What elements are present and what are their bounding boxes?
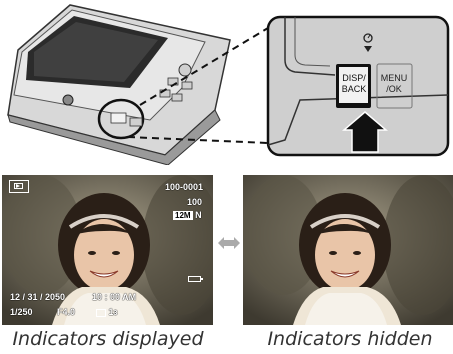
caption-indicators-displayed: Indicators displayed: [12, 328, 204, 350]
double-arrow-icon: [218, 237, 240, 249]
caption-indicators-hidden: Indicators hidden: [267, 328, 433, 350]
frame-number: 100-0001: [165, 182, 204, 192]
exposure-compensation: 13: [96, 307, 117, 319]
iso-value: 100: [187, 197, 203, 207]
disp-back-label-1: DISP/: [342, 73, 366, 83]
camera-illustration: DISP/ BACK MENU /OK: [7, 4, 450, 165]
screen-indicators-hidden: [243, 175, 453, 325]
camera-body: [7, 4, 231, 165]
menu-ok-label-1: MENU: [381, 73, 408, 83]
exposure-compensation-value: 1: [108, 307, 114, 317]
quality-value: N: [195, 210, 202, 220]
image-size-quality: 12M N: [173, 210, 202, 221]
portrait-photo-clean: [243, 175, 453, 325]
shutter-speed: 1/250: [10, 307, 33, 317]
playback-icon: [9, 180, 29, 193]
zoomed-button-panel: [266, 15, 450, 157]
press-arrow-icon: [341, 111, 389, 153]
image-size-badge: 12M: [173, 211, 193, 220]
time-stamp: 10 : 00 AM: [92, 292, 137, 302]
disp-back-label-2: BACK: [342, 84, 367, 94]
timer-icon: [363, 33, 373, 43]
portrait-photo: [2, 175, 213, 325]
aperture-value: F4.0: [57, 307, 76, 317]
menu-ok-label-2: /OK: [386, 84, 402, 94]
guide-line-top: [139, 27, 269, 106]
screen-indicators-displayed: 100-0001 100 12M N 12 / 31 / 2050 10 : 0…: [2, 175, 213, 325]
exposure-compensation-icon: [96, 308, 106, 317]
date-stamp: 12 / 31 / 2050: [10, 292, 66, 302]
battery-icon: [188, 276, 203, 282]
exposure-compensation-fraction: 3: [113, 310, 118, 317]
